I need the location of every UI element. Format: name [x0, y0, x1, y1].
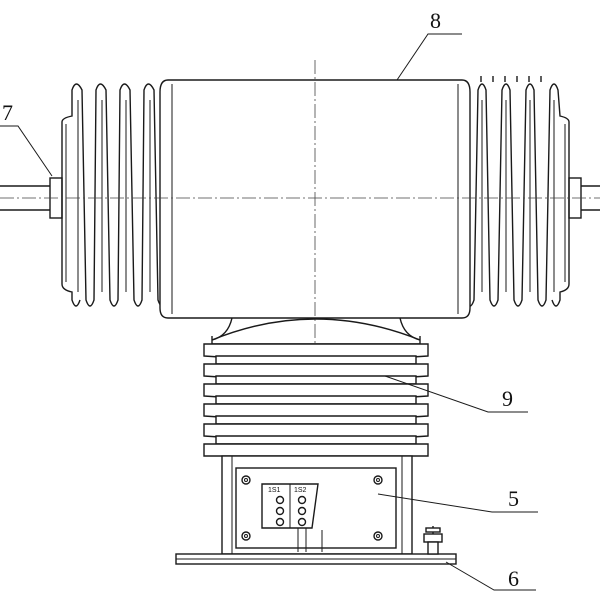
- terminal-screw: [275, 517, 285, 527]
- left-shed-group: [61, 83, 169, 307]
- base-housing: 1S1 1S2: [221, 455, 413, 555]
- leader-7: [0, 125, 53, 177]
- cover-screw: [241, 531, 251, 541]
- leader-9: [384, 375, 528, 413]
- terminal-cover-plate: [235, 467, 397, 549]
- terminal-screw: [297, 495, 307, 505]
- callout-5: 5: [508, 486, 519, 511]
- callout-9: 9: [502, 386, 513, 411]
- lower-insulator-sheds: [203, 343, 429, 457]
- terminal-label: 1S2: [294, 487, 307, 494]
- terminal-screw: [297, 517, 307, 527]
- callout-6: 6: [508, 566, 519, 591]
- terminal-label: 1S1: [268, 487, 281, 494]
- cover-screw: [373, 531, 383, 541]
- leader-8: [396, 33, 462, 81]
- terminal-screw: [297, 506, 307, 516]
- right-shed-group: [461, 76, 570, 307]
- cover-screw: [241, 475, 251, 485]
- terminal-screw: [275, 506, 285, 516]
- leader-6: [445, 561, 536, 591]
- callout-8: 8: [430, 8, 441, 33]
- base-plate: [175, 553, 457, 565]
- callout-7: 7: [2, 100, 13, 125]
- insulator-neck: [211, 317, 421, 345]
- leader-5: [377, 493, 538, 513]
- ground-bolt: [423, 526, 443, 555]
- secondary-terminal-block: 1S1 1S2: [261, 483, 323, 552]
- terminal-screw: [275, 495, 285, 505]
- cover-screw: [373, 475, 383, 485]
